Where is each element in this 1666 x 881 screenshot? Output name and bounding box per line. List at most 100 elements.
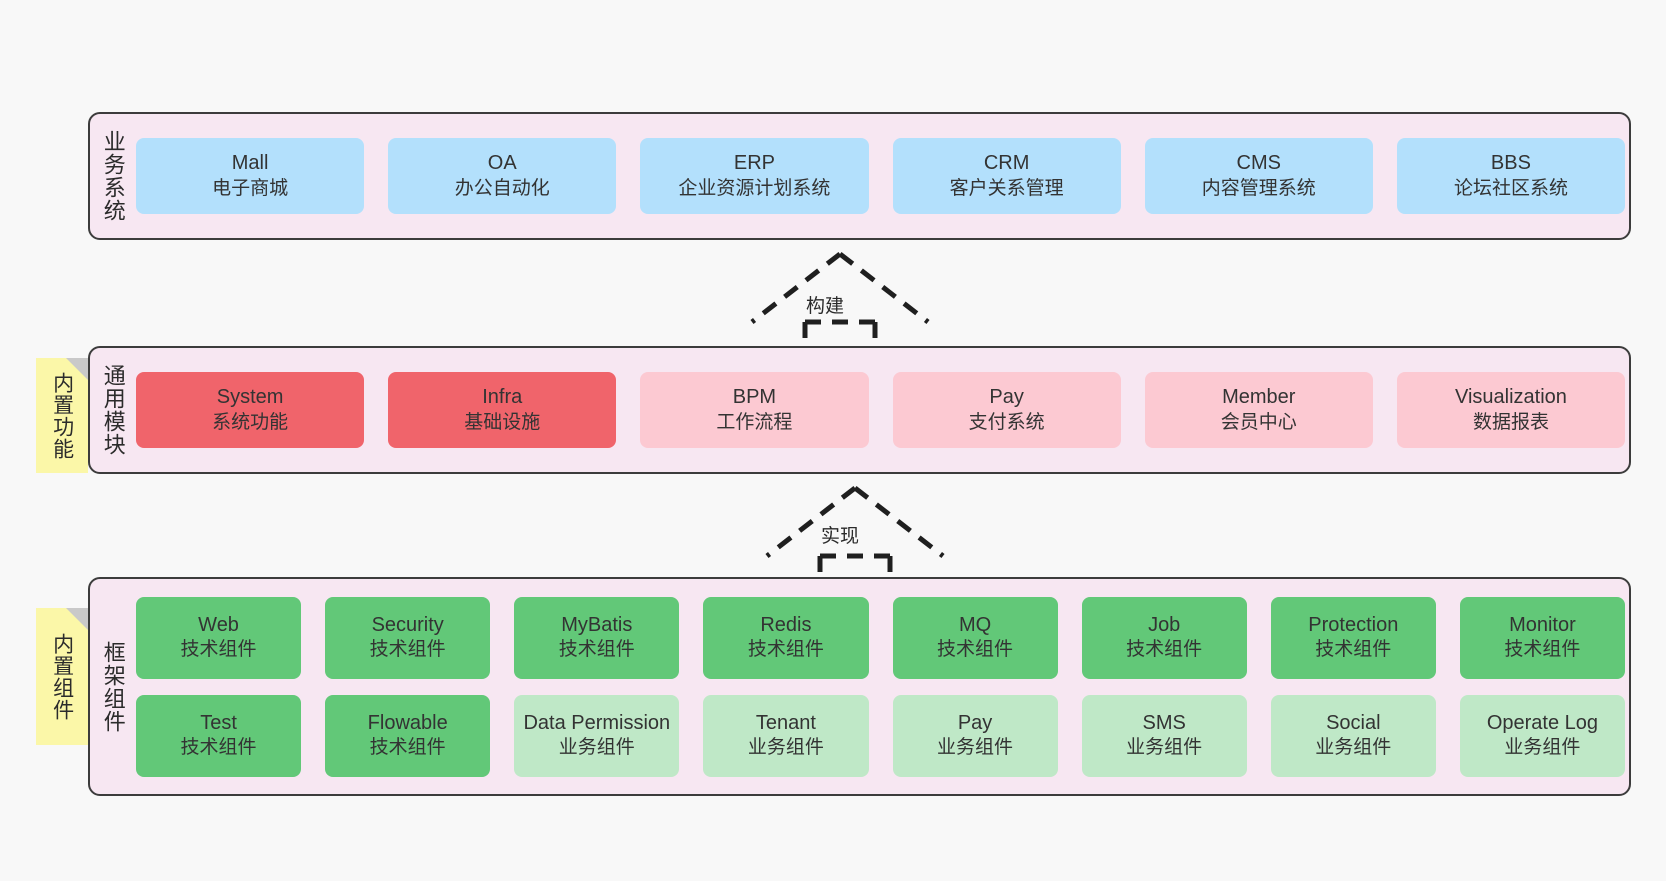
layer-title-business-systems: 业务系统 bbox=[100, 130, 126, 222]
card-title-en: OA bbox=[487, 152, 517, 175]
layer-framework-components: 框架组件 Web 技术组件 Security 技术组件 MyBatis 技术组件… bbox=[88, 577, 1631, 796]
card-job[interactable]: Job 技术组件 bbox=[1081, 596, 1247, 679]
card-title-cn: 会员中心 bbox=[1220, 411, 1297, 433]
card-row: Web 技术组件 Security 技术组件 MyBatis 技术组件 Redi… bbox=[136, 596, 1625, 679]
card-title-en: Social bbox=[1326, 711, 1381, 734]
card-title-cn: 客户关系管理 bbox=[949, 177, 1064, 199]
card-monitor[interactable]: Monitor 技术组件 bbox=[1459, 596, 1625, 679]
card-infra[interactable]: Infra 基础设施 bbox=[388, 372, 617, 448]
card-title-en: Monitor bbox=[1509, 613, 1576, 636]
card-oa[interactable]: OA 办公自动化 bbox=[388, 138, 617, 214]
card-title-cn: 技术组件 bbox=[369, 639, 446, 661]
sticky-note-label: 内置功能 bbox=[50, 371, 74, 460]
card-title-en: Web bbox=[198, 613, 239, 636]
card-title-en: ERP bbox=[733, 152, 775, 175]
card-bpm[interactable]: BPM 工作流程 bbox=[640, 372, 869, 448]
card-title-cn: 业务组件 bbox=[747, 737, 824, 759]
connector-implement-label: 实现 bbox=[821, 526, 860, 547]
card-title-en: BBS bbox=[1490, 152, 1531, 175]
card-title-en: Redis bbox=[760, 613, 812, 636]
card-title-en: Data Permission bbox=[523, 711, 671, 734]
card-title-cn: 业务组件 bbox=[937, 737, 1014, 759]
card-title-cn: 技术组件 bbox=[937, 639, 1014, 661]
card-title-cn: 系统功能 bbox=[212, 411, 289, 433]
card-title-cn: 技术组件 bbox=[180, 639, 257, 661]
card-cms[interactable]: CMS 内容管理系统 bbox=[1144, 138, 1373, 214]
card-title-en: Tenant bbox=[755, 711, 816, 734]
card-title-en: System bbox=[216, 386, 284, 409]
sticky-note-builtin-features: 内置功能 bbox=[36, 358, 88, 473]
card-title-en: Security bbox=[371, 613, 444, 636]
card-title-cn: 技术组件 bbox=[369, 737, 446, 759]
card-title-cn: 业务组件 bbox=[558, 737, 635, 759]
card-title-cn: 技术组件 bbox=[1315, 639, 1392, 661]
card-system[interactable]: System 系统功能 bbox=[136, 372, 365, 448]
card-crm[interactable]: CRM 客户关系管理 bbox=[892, 138, 1121, 214]
card-security[interactable]: Security 技术组件 bbox=[325, 596, 491, 679]
card-row: System 系统功能 Infra 基础设施 BPM 工作流程 Pay 支付系统… bbox=[136, 372, 1626, 448]
card-social[interactable]: Social 业务组件 bbox=[1270, 694, 1436, 777]
layer-body-framework-components: Web 技术组件 Security 技术组件 MyBatis 技术组件 Redi… bbox=[136, 579, 1629, 794]
card-web[interactable]: Web 技术组件 bbox=[136, 596, 302, 679]
card-title-cn: 技术组件 bbox=[747, 639, 824, 661]
card-title-en: Test bbox=[200, 711, 237, 734]
card-member[interactable]: Member 会员中心 bbox=[1144, 372, 1373, 448]
card-title-en: Operate Log bbox=[1486, 711, 1599, 734]
card-mall[interactable]: Mall 电子商城 bbox=[136, 138, 365, 214]
connector-build-label: 构建 bbox=[806, 296, 845, 317]
card-tenant[interactable]: Tenant 业务组件 bbox=[703, 694, 869, 777]
card-protection[interactable]: Protection 技术组件 bbox=[1270, 596, 1436, 679]
sticky-note-label: 内置组件 bbox=[50, 632, 74, 721]
card-title-cn: 支付系统 bbox=[968, 411, 1045, 433]
card-sms[interactable]: SMS 业务组件 bbox=[1081, 694, 1247, 777]
card-row: Mall 电子商城 OA 办公自动化 ERP 企业资源计划系统 CRM 客户关系… bbox=[136, 138, 1626, 214]
layer-body-business-systems: Mall 电子商城 OA 办公自动化 ERP 企业资源计划系统 CRM 客户关系… bbox=[136, 114, 1629, 238]
card-title-en: Mall bbox=[231, 152, 269, 175]
card-bbs[interactable]: BBS 论坛社区系统 bbox=[1396, 138, 1626, 214]
card-visualization[interactable]: Visualization 数据报表 bbox=[1396, 372, 1626, 448]
card-title-en: Pay bbox=[989, 386, 1024, 409]
card-title-cn: 办公自动化 bbox=[454, 177, 550, 199]
card-title-cn: 技术组件 bbox=[180, 737, 257, 759]
fold-corner-icon bbox=[66, 358, 88, 380]
card-mybatis[interactable]: MyBatis 技术组件 bbox=[514, 596, 680, 679]
card-title-cn: 技术组件 bbox=[1126, 639, 1203, 661]
card-pay-component[interactable]: Pay 业务组件 bbox=[892, 694, 1058, 777]
card-title-cn: 业务组件 bbox=[1126, 737, 1203, 759]
card-test[interactable]: Test 技术组件 bbox=[136, 694, 302, 777]
card-title-cn: 业务组件 bbox=[1504, 737, 1581, 759]
card-title-en: MyBatis bbox=[561, 613, 633, 636]
card-title-cn: 内容管理系统 bbox=[1201, 177, 1316, 199]
card-title-en: Member bbox=[1222, 386, 1296, 409]
card-redis[interactable]: Redis 技术组件 bbox=[703, 596, 869, 679]
card-title-cn: 业务组件 bbox=[1315, 737, 1392, 759]
card-title-cn: 技术组件 bbox=[558, 639, 635, 661]
card-erp[interactable]: ERP 企业资源计划系统 bbox=[640, 138, 869, 214]
card-title-en: SMS bbox=[1142, 711, 1186, 734]
card-title-en: Infra bbox=[482, 386, 523, 409]
card-flowable[interactable]: Flowable 技术组件 bbox=[325, 694, 491, 777]
card-title-cn: 技术组件 bbox=[1504, 639, 1581, 661]
layer-body-common-modules: System 系统功能 Infra 基础设施 BPM 工作流程 Pay 支付系统… bbox=[136, 348, 1629, 472]
sticky-note-builtin-components: 内置组件 bbox=[36, 608, 88, 745]
layer-title-common-modules: 通用模块 bbox=[100, 364, 126, 456]
card-title-cn: 论坛社区系统 bbox=[1453, 177, 1568, 199]
card-title-en: Job bbox=[1148, 613, 1181, 636]
card-mq[interactable]: MQ 技术组件 bbox=[892, 596, 1058, 679]
card-title-en: MQ bbox=[958, 613, 992, 636]
card-operate-log[interactable]: Operate Log 业务组件 bbox=[1459, 694, 1625, 777]
card-title-cn: 电子商城 bbox=[212, 177, 289, 199]
card-title-en: CMS bbox=[1236, 152, 1281, 175]
card-title-cn: 数据报表 bbox=[1472, 411, 1549, 433]
card-title-cn: 企业资源计划系统 bbox=[678, 177, 831, 199]
card-title-cn: 基础设施 bbox=[464, 411, 541, 433]
card-title-en: Flowable bbox=[367, 711, 448, 734]
card-title-cn: 工作流程 bbox=[716, 411, 793, 433]
card-title-en: CRM bbox=[983, 152, 1030, 175]
layer-title-framework-components: 框架组件 bbox=[100, 640, 126, 733]
card-data-permission[interactable]: Data Permission 业务组件 bbox=[514, 694, 680, 777]
card-pay-module[interactable]: Pay 支付系统 bbox=[892, 372, 1121, 448]
card-title-en: BPM bbox=[732, 386, 777, 409]
layer-business-systems: 业务系统 Mall 电子商城 OA 办公自动化 ERP 企业资源计划系统 CRM… bbox=[88, 112, 1631, 240]
